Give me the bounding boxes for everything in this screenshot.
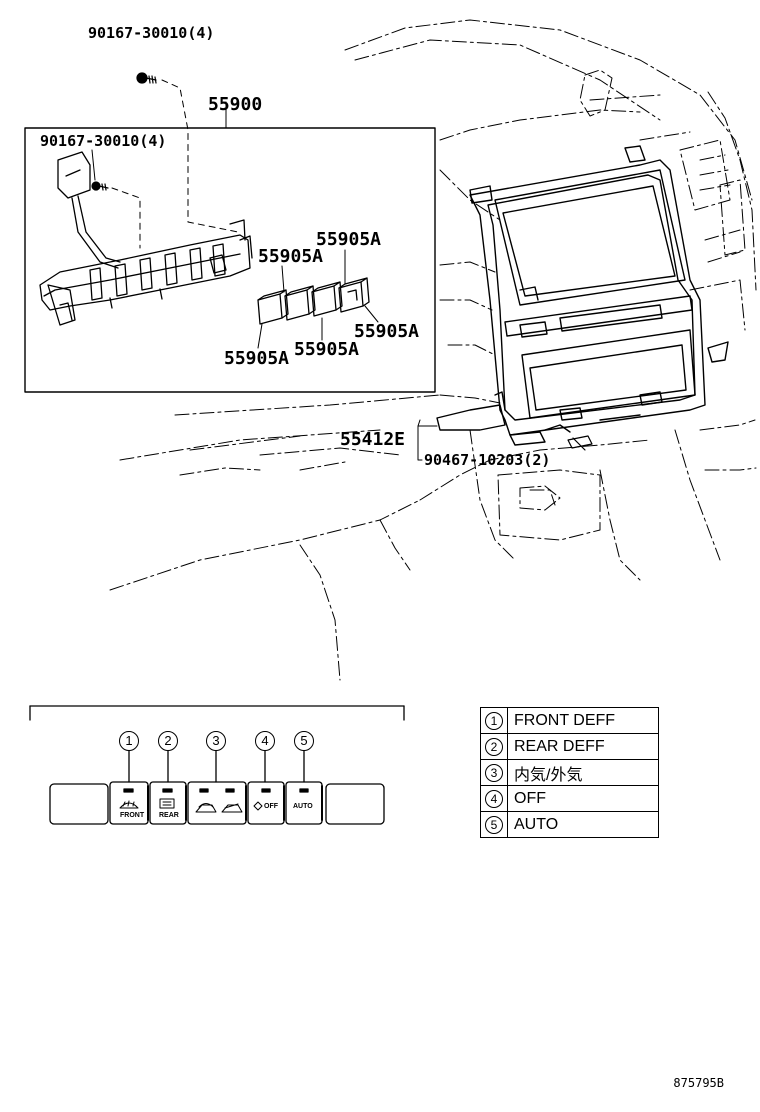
- inner-label-leader: [91, 149, 96, 181]
- label-55900[interactable]: 55900: [208, 94, 263, 115]
- legend-number: 3: [485, 763, 503, 782]
- label-55905a-2[interactable]: 55905A: [258, 246, 324, 267]
- legend-text: FRONT DEFF: [507, 707, 659, 734]
- button-rear-text: REAR: [159, 812, 179, 819]
- label-90167-30010-inner[interactable]: 90167-30010(4): [40, 132, 167, 150]
- switch-assembly: [39, 151, 253, 326]
- knob-set: [257, 277, 370, 325]
- legend-row: 4 OFF: [480, 785, 659, 812]
- button-symbols: [119, 798, 263, 813]
- legend-text: 内気/外気: [507, 759, 659, 786]
- callout-4: 4: [255, 731, 275, 751]
- inner-screw-leader: [111, 187, 141, 249]
- button-off-text: OFF: [264, 803, 278, 810]
- exploded-box: [24, 127, 436, 393]
- label-55905a-5[interactable]: 55905A: [224, 348, 290, 369]
- legend-number: 2: [485, 737, 503, 756]
- legend-number: 4: [485, 789, 503, 808]
- legend-text: AUTO: [507, 811, 659, 838]
- label-55905a-3[interactable]: 55905A: [354, 321, 420, 342]
- center-panel-55412e: [436, 145, 729, 446]
- button-auto-text: AUTO: [293, 803, 313, 810]
- button-front-text: FRONT: [120, 812, 145, 819]
- label-90467-10203[interactable]: 90467-10203(2): [424, 451, 551, 469]
- legend-table: 1 FRONT DEFF 2 REAR DEFF 3 内気/外気 4 OFF 5…: [480, 707, 659, 838]
- legend-row: 1 FRONT DEFF: [480, 707, 659, 734]
- top-screw-icon: [136, 72, 157, 84]
- callout-3: 3: [206, 731, 226, 751]
- callout-5: 5: [294, 731, 314, 751]
- label-90167-30010-top[interactable]: 90167-30010(4): [88, 24, 215, 42]
- drawing-code: 875795B: [673, 1076, 724, 1090]
- knob-leaders: [225, 101, 379, 349]
- dashboard-outline: [109, 19, 757, 681]
- legend-number: 1: [485, 711, 503, 730]
- top-screw-leader: [161, 79, 239, 233]
- legend-text: OFF: [507, 785, 659, 812]
- legend-text: REAR DEFF: [507, 733, 659, 760]
- inner-screw-icon: [91, 181, 109, 191]
- legend-row: 2 REAR DEFF: [480, 733, 659, 760]
- callout-1: 1: [119, 731, 139, 751]
- label-55905a-1[interactable]: 55905A: [316, 229, 382, 250]
- label-55905a-4[interactable]: 55905A: [294, 339, 360, 360]
- legend-row: 3 内気/外気: [480, 759, 659, 786]
- callout-2: 2: [158, 731, 178, 751]
- legend-row: 5 AUTO: [480, 811, 659, 838]
- panel-leaders: [417, 419, 438, 461]
- label-55412e[interactable]: 55412E: [340, 429, 406, 450]
- legend-number: 5: [485, 815, 503, 834]
- panel-screw: [567, 435, 593, 451]
- switch-detail: [29, 705, 405, 825]
